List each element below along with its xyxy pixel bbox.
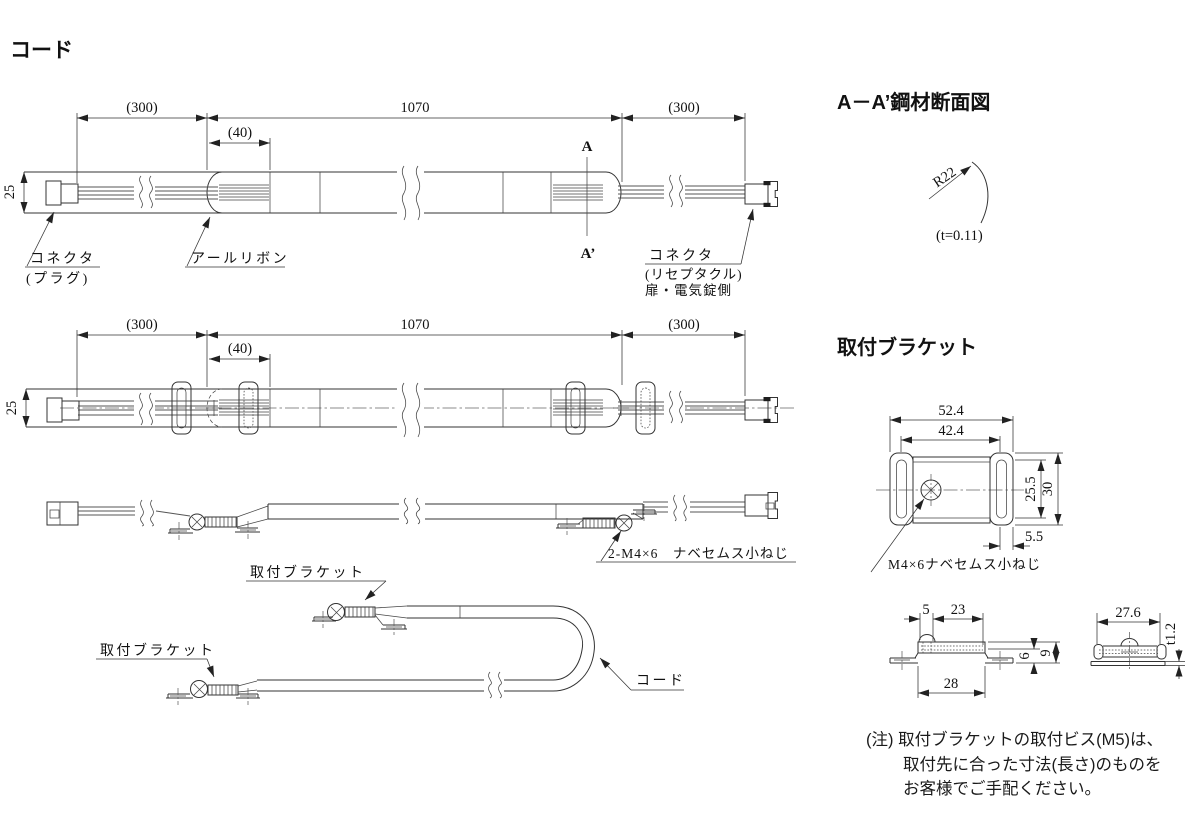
bracket-front-view: 52.4 42.4 25.5 30 5.5 M4×6ナベセムス小ねじ [870, 403, 1063, 573]
label-2-m4x6-screw: 2-M4×6 ナベセムス小ねじ [608, 546, 789, 561]
dim-25: 25 [2, 185, 18, 200]
bracket-bent-lower [166, 680, 260, 705]
label-receptacle-sub: (リセプタクル) [645, 267, 743, 282]
front-screw [920, 474, 942, 506]
dim-40: (40) [228, 125, 252, 141]
section-label-a: A [582, 139, 593, 155]
plug-side [46, 501, 79, 526]
label-r-ribbon: アールリボン [191, 251, 289, 267]
dim-5: 5 [922, 602, 929, 618]
dim-t1-2: t1.2 [1163, 623, 1179, 645]
receptacle-connector-2 [744, 397, 778, 423]
bracket-end-view: 27.6 t1.2 [1090, 605, 1185, 679]
section-aa-heading: A－A’鋼材断面図 [837, 90, 990, 114]
note-line-2: 取付先に合った寸法(長さ)のものを [903, 755, 1162, 774]
label-bracket-upper: 取付ブラケット [250, 564, 366, 581]
page-title: コード [10, 39, 73, 62]
plug-connector [45, 180, 62, 206]
cord-brackets [171, 381, 656, 435]
dim-23: 23 [951, 602, 966, 618]
dim-25-2: 25 [4, 401, 20, 416]
row1-dimensions: (300) 1070 (300) (40) 25 [2, 100, 746, 213]
dim-42-4: 42.4 [938, 423, 964, 439]
label-plug-sub: (プラグ) [26, 271, 90, 287]
section-aa-detail: A－A’鋼材断面図 R22 (t=0.11) [837, 90, 990, 244]
ribbon-coil-lines [219, 184, 603, 201]
dim-30: 30 [1040, 482, 1056, 497]
dim-1070: 1070 [401, 100, 430, 116]
cable-top-view: A A’ (300) 1070 (300) (40) 25 コネクタ (プラグ) [2, 100, 778, 298]
dim-6: 6 [1017, 652, 1033, 659]
dim-300-left: (300) [126, 100, 158, 116]
label-cord: コード [636, 674, 686, 689]
bracket-side-left [168, 505, 269, 540]
section-label-a-prime: A’ [581, 246, 596, 262]
dim-300-right: (300) [668, 100, 700, 116]
dim-5-5: 5.5 [1025, 529, 1043, 545]
bracket-heading: 取付ブラケット [837, 335, 977, 359]
label-m4x6-screw: M4×6ナベセムス小ねじ [888, 557, 1041, 572]
label-bracket-lower: 取付ブラケット [100, 642, 216, 659]
receptacle-side [744, 492, 778, 519]
note-block: (注) 取付ブラケットの取付ビス(M5)は、 取付先に合った寸法(長さ)のものを… [866, 729, 1163, 798]
thickness-label: (t=0.11) [936, 228, 983, 244]
receptacle-connector [744, 181, 778, 207]
radius-label: R22 [930, 164, 959, 191]
cable-bent-view: 取付ブラケット 取付ブラケット コード [96, 564, 686, 705]
dim-27-6: 27.6 [1115, 605, 1140, 621]
section-arc [971, 161, 989, 224]
label-connector-plug: コネクタ [30, 251, 95, 267]
row1-labels: コネクタ (プラグ) アールリボン コネクタ (リセプタクル) 扉・電気錠側 [25, 208, 755, 298]
dim-300-right-2: (300) [668, 317, 700, 333]
row2-dimensions: (300) 1070 (300) (40) 25 [4, 317, 746, 427]
plug-connector-2 [46, 397, 63, 423]
note-line-3: お客様でご手配ください。 [903, 779, 1101, 798]
dim-40-2: (40) [228, 341, 252, 357]
cable-side-view: 2-M4×6 ナベセムス小ねじ [46, 492, 796, 563]
dim-28: 28 [944, 676, 959, 692]
label-connector-receptacle: コネクタ [649, 248, 714, 264]
dim-9: 9 [1038, 649, 1054, 656]
dim-1070-2: 1070 [401, 317, 430, 333]
cable-with-brackets-view: (300) 1070 (300) (40) 25 [4, 317, 795, 438]
label-door-lock-side: 扉・電気錠側 [645, 283, 732, 298]
dim-25-5: 25.5 [1023, 476, 1039, 501]
bracket-bent-upper [312, 603, 408, 635]
dim-300-left-2: (300) [126, 317, 158, 333]
bracket-side-view: 5 23 28 6 9 [889, 602, 1060, 698]
note-line-1: (注) 取付ブラケットの取付ビス(M5)は、 [866, 729, 1163, 749]
dim-52-4: 52.4 [938, 403, 964, 419]
